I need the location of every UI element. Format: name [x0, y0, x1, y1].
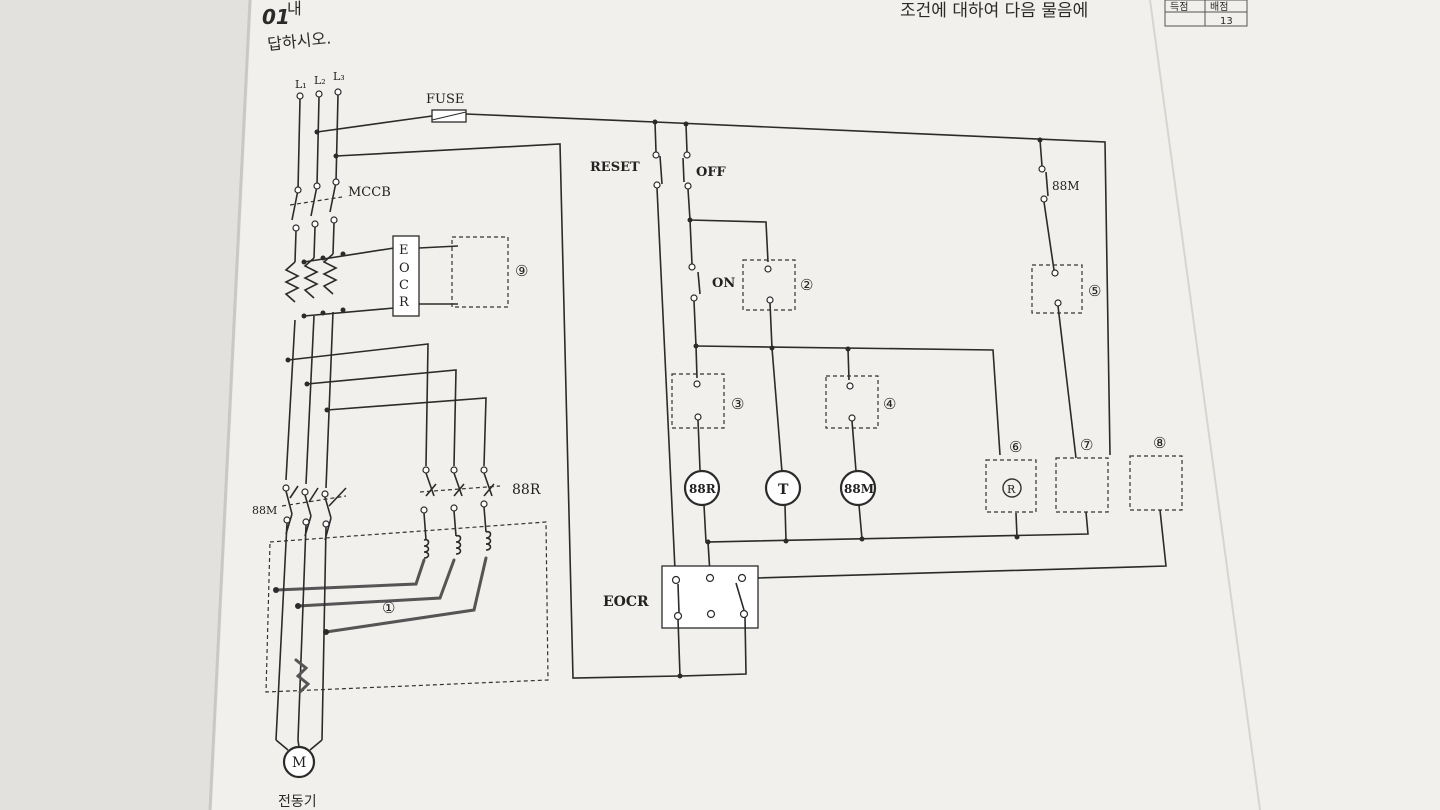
blank-8: [1129, 455, 1183, 511]
blank-5: [1031, 264, 1083, 314]
score-table: 득점 배점 13: [1164, 0, 1248, 27]
reset-button-label: RESET: [590, 160, 640, 175]
label-l2: L₂: [314, 74, 326, 87]
marker-6: ⑥: [1009, 438, 1022, 456]
mccb-label: MCCB: [348, 185, 391, 200]
label-88r-contactor: 88R: [512, 482, 541, 498]
blank-1: [265, 521, 549, 693]
marker-4: ④: [883, 395, 896, 413]
timer-t: [764, 469, 802, 507]
marker-1: ①: [382, 599, 395, 617]
problem-number: 01: [262, 5, 290, 29]
off-button-label: OFF: [696, 165, 727, 180]
eocr-block-label: EOCR: [603, 594, 649, 610]
timer-t-label: T: [778, 482, 789, 498]
marker-9: ⑨: [515, 262, 528, 280]
coil-88r-label: 88R: [689, 482, 717, 496]
label-l1: L₁: [295, 78, 307, 91]
coil-88r: [683, 469, 721, 507]
blank-3: [671, 373, 725, 429]
blank-7: [1055, 457, 1109, 513]
eocr-sensor-box: [392, 235, 420, 317]
on-button-label: ON: [712, 276, 735, 291]
score-value-allotted: 13: [1220, 16, 1233, 27]
lamp-r: [1002, 478, 1022, 498]
marker-7: ⑦: [1080, 436, 1093, 454]
label-l3: L₃: [333, 70, 345, 83]
label-88m-contactor: 88M: [252, 504, 277, 517]
marker-3: ③: [731, 395, 744, 413]
fuse-label: FUSE: [426, 92, 464, 107]
power-circuit: L₁ L₂ L₃ MCCB E O C R ⑨: [252, 70, 549, 810]
motor-label: M: [292, 755, 306, 771]
eocr-letter-o: O: [399, 261, 410, 276]
problem-header-fragment: 내: [287, 0, 302, 18]
lamp-r-label: R: [1007, 483, 1016, 496]
coil-88m-label: 88M: [844, 482, 874, 496]
left-page: [0, 0, 250, 810]
control-circuit: FUSE RESET OFF ON ②: [314, 92, 1183, 679]
blank-2: [742, 259, 796, 311]
eocr-letter-c: C: [399, 278, 409, 293]
coil-88m: [839, 469, 877, 507]
marker-2: ②: [800, 276, 813, 294]
marker-8: ⑧: [1153, 434, 1166, 452]
motor-caption: 전동기: [278, 794, 317, 810]
score-header-earned: 득점: [1170, 1, 1188, 13]
eocr-letter-e: E: [399, 243, 409, 258]
marker-5: ⑤: [1088, 282, 1101, 300]
aux-contact-88m-label: 88M: [1052, 179, 1080, 193]
eocr-letter-r: R: [399, 295, 410, 310]
blank-9: [451, 236, 509, 308]
blank-6: [985, 459, 1037, 513]
score-header-allotted: 배점: [1210, 1, 1228, 13]
problem-header-line1: 조건에 대하여 다음 물음에: [900, 1, 1088, 21]
